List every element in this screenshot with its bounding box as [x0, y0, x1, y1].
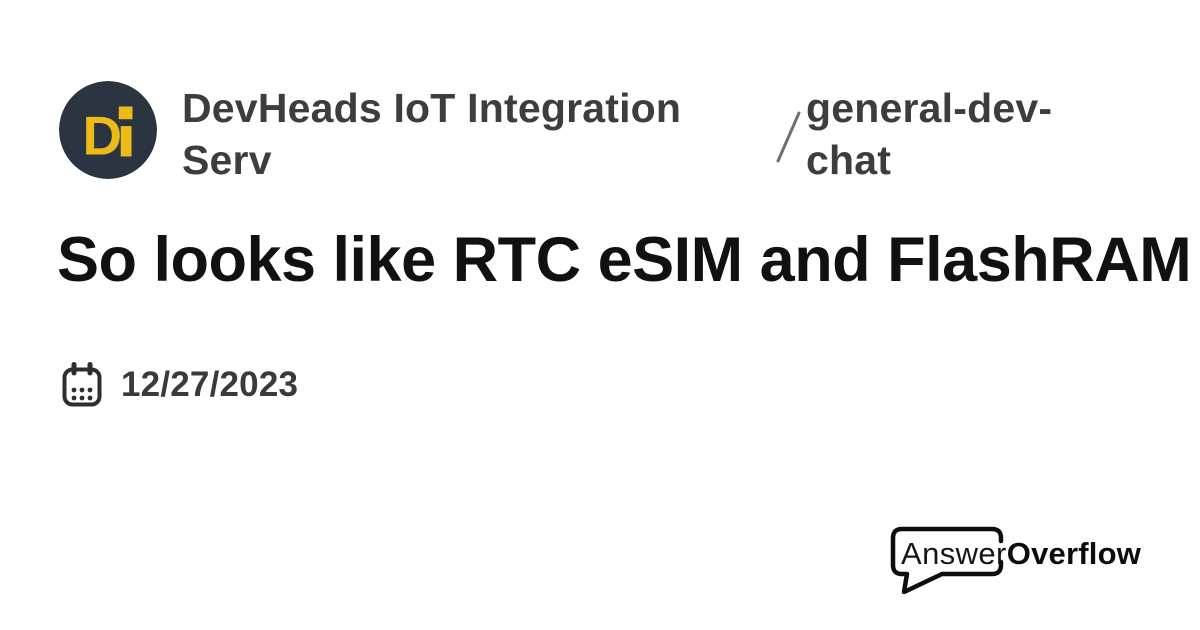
slash-separator-icon: [773, 109, 803, 165]
brand-name-overflow: Overflow: [1006, 536, 1142, 571]
brand-name-answer: Answer: [901, 536, 1007, 571]
channel-name: general-dev-chat: [806, 85, 1053, 183]
calendar-icon: [62, 362, 102, 407]
server-name: DevHeads IoT Integration Serv: [182, 85, 682, 183]
server-avatar: D: [59, 81, 157, 179]
post-date: 12/27/2023: [121, 365, 299, 404]
post-title: So looks like RTC eSIM and FlashRAM: [57, 225, 1192, 295]
date-row: 12/27/2023: [60, 360, 298, 410]
avatar-monogram: D: [83, 105, 123, 167]
speech-bubble-icon: [890, 526, 1004, 594]
server-avatar-icon: D: [59, 81, 157, 179]
